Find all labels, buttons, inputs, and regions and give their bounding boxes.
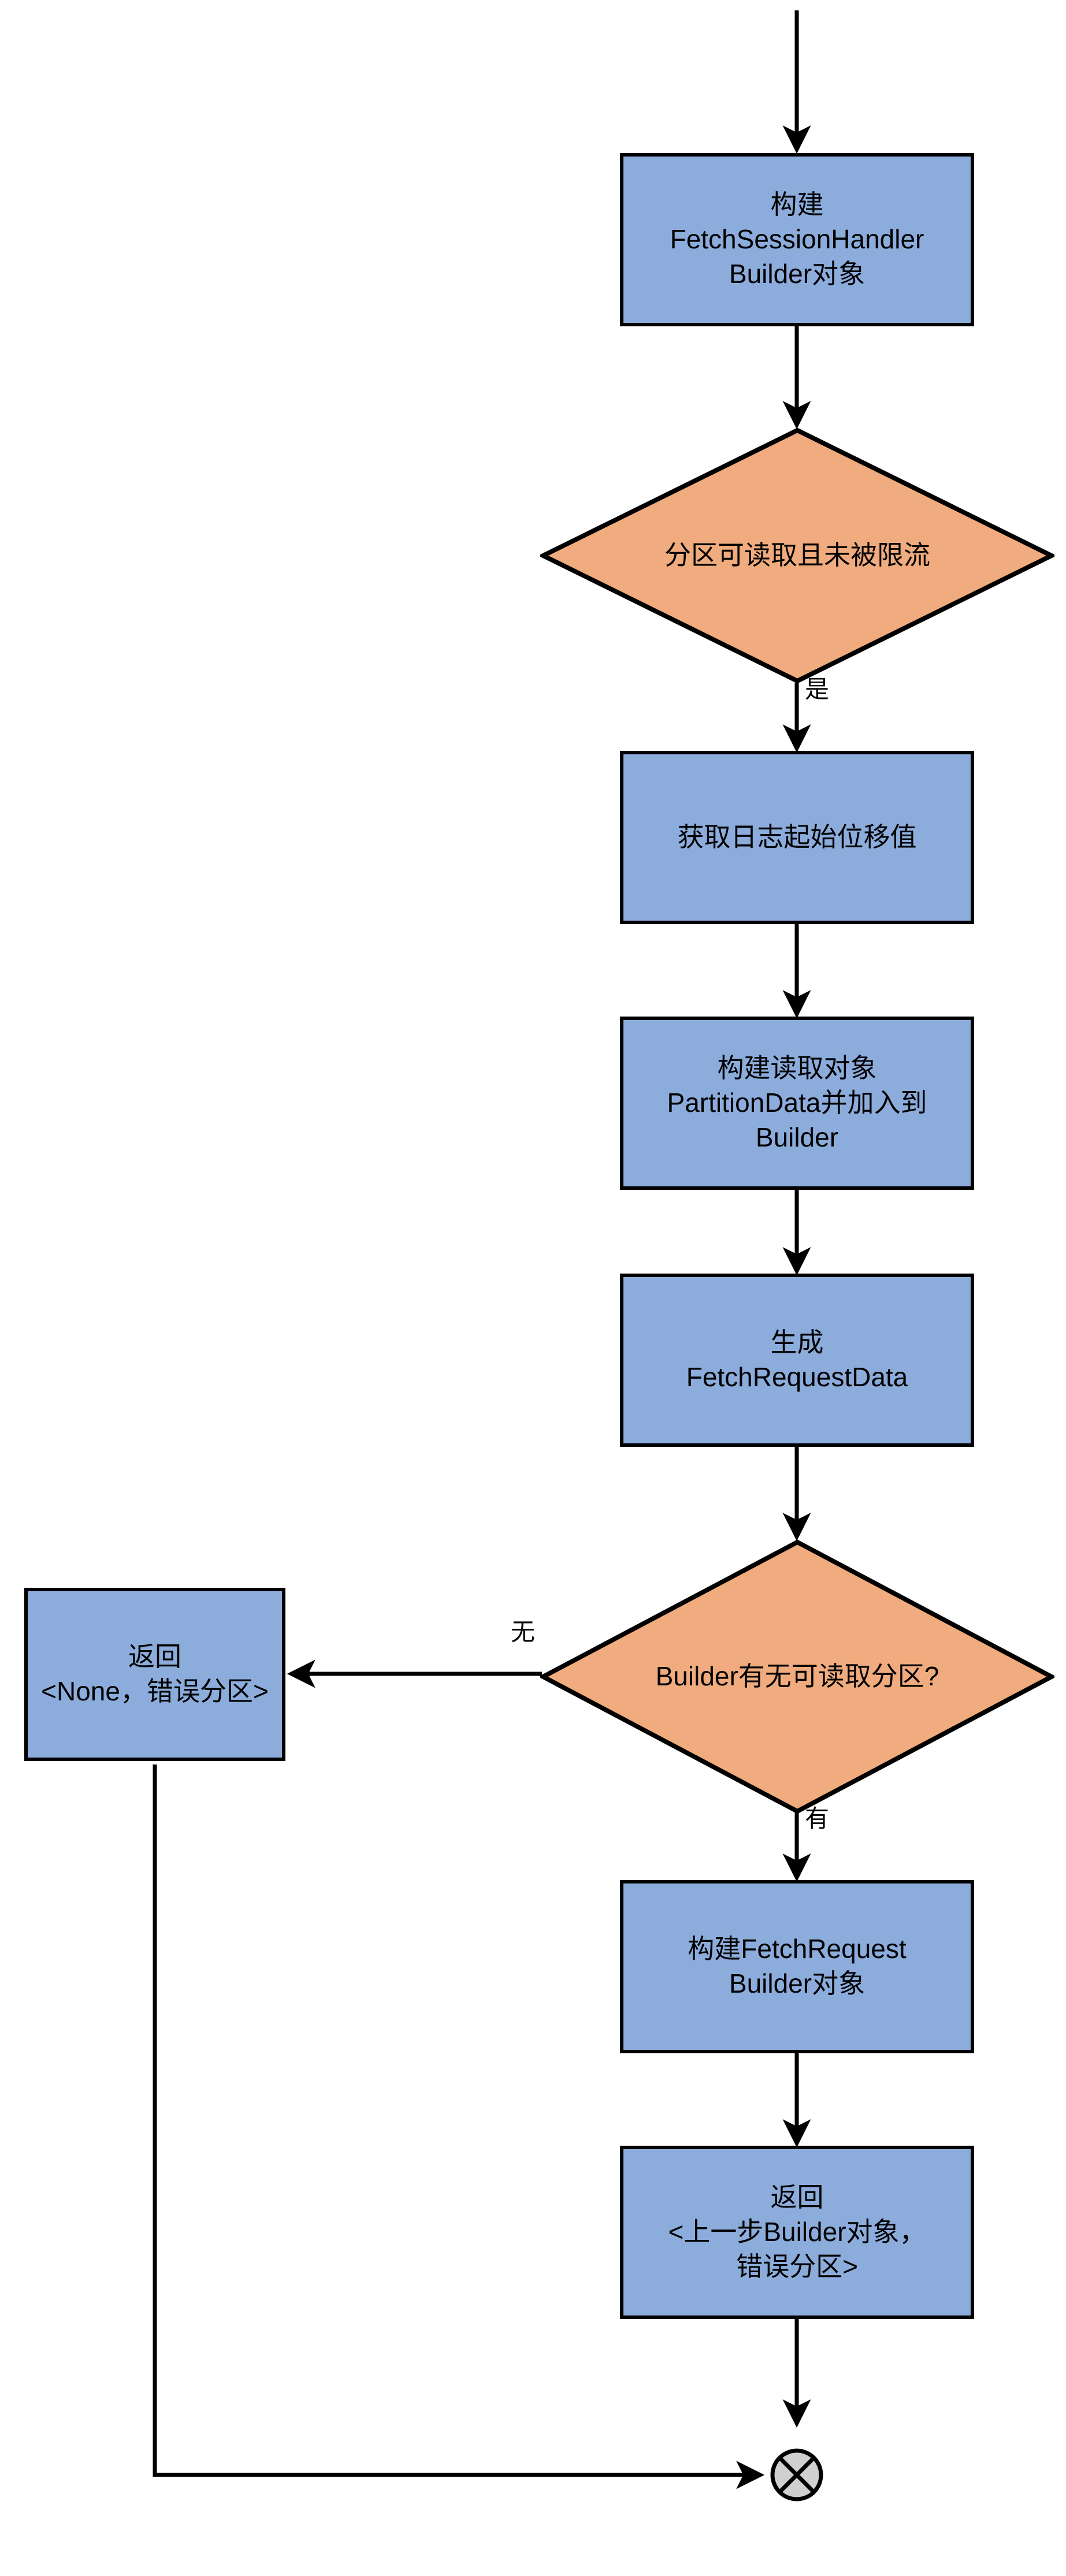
node-build-session-handler-builder[interactable]: 构建 FetchSessionHandler Builder对象: [620, 153, 974, 326]
diamond-shape: [540, 427, 1054, 684]
node-end-terminator[interactable]: [770, 2448, 824, 2502]
node-get-log-start-offset[interactable]: 获取日志起始位移值: [620, 751, 974, 924]
node-return-none-error-partition[interactable]: 返回 <None，错误分区>: [24, 1588, 285, 1761]
node-label: 构建FetchRequest Builder对象: [688, 1934, 907, 1998]
node-label: 返回 <上一步Builder对象， 错误分区>: [668, 2182, 926, 2281]
node-partition-readable-not-throttled[interactable]: 分区可读取且未被限流: [540, 427, 1054, 684]
node-label: 分区可读取且未被限流: [664, 540, 930, 571]
node-label: Builder有无可读取分区?: [655, 1661, 939, 1692]
node-label: 返回 <None，错误分区>: [41, 1641, 269, 1706]
edge-label-no-partition: 无: [511, 1618, 536, 1646]
node-label: 构建 FetchSessionHandler Builder对象: [670, 189, 924, 289]
node-label: 生成 FetchRequestData: [686, 1327, 908, 1392]
node-generate-fetch-request-data[interactable]: 生成 FetchRequestData: [620, 1274, 974, 1447]
edge-return-none-to-end: [153, 1765, 765, 2489]
end-cross-circle-icon: [770, 2448, 823, 2501]
node-return-builder-error-partition[interactable]: 返回 <上一步Builder对象， 错误分区>: [620, 2146, 974, 2319]
edge-label-has-partition: 有: [805, 1805, 830, 1832]
node-build-partition-data[interactable]: 构建读取对象 PartitionData并加入到 Builder: [620, 1017, 974, 1190]
node-build-fetch-request-builder[interactable]: 构建FetchRequest Builder对象: [620, 1880, 974, 2053]
diamond-shape: [540, 1539, 1054, 1814]
node-builder-has-readable-partition[interactable]: Builder有无可读取分区?: [540, 1539, 1054, 1814]
node-label: 构建读取对象 PartitionData并加入到 Builder: [667, 1053, 927, 1152]
edge-label-yes-readable: 是: [805, 676, 830, 703]
node-label: 获取日志起始位移值: [677, 822, 917, 853]
